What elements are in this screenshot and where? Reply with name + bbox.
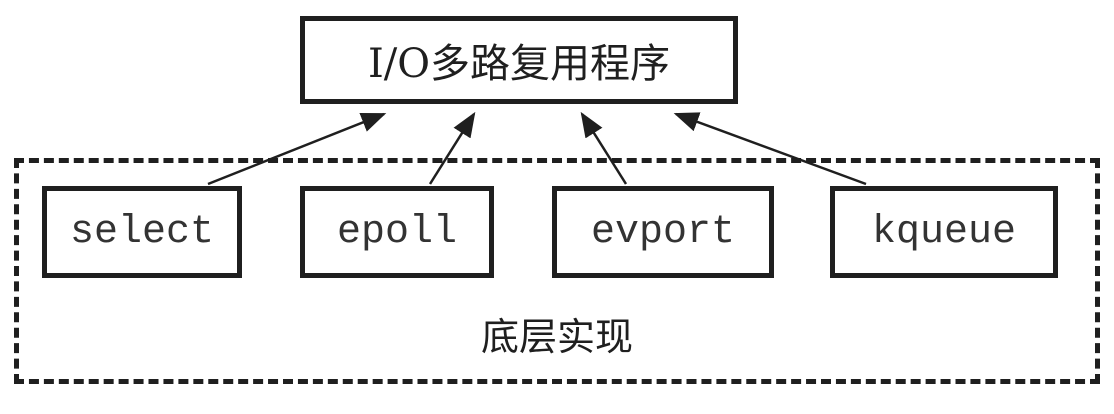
io-multiplexer-label: I/O多路复用程序 [367, 41, 671, 87]
underlying-implementation-label: 底层实现 [480, 315, 633, 359]
epoll-label: epoll [336, 209, 458, 255]
epoll-box: epoll [300, 186, 494, 278]
kqueue-label: kqueue [871, 209, 1017, 255]
kqueue-box: kqueue [830, 186, 1058, 278]
evport-box: evport [552, 186, 774, 278]
select-label: select [69, 209, 215, 255]
io-multiplexer-box: I/O多路复用程序 [300, 16, 738, 104]
select-box: select [42, 186, 242, 278]
evport-label: evport [590, 209, 736, 255]
underlying-implementation-group [14, 158, 1100, 384]
